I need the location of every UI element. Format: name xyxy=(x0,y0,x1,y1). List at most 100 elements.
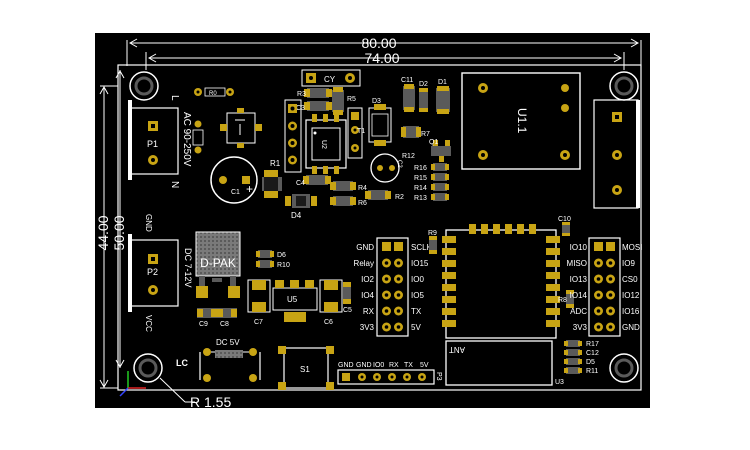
capacitor-c2 xyxy=(370,153,400,183)
c1-label: C1 xyxy=(231,189,240,196)
pin-label: IO12 xyxy=(622,291,640,300)
relay-u1-1 xyxy=(461,72,581,170)
d5-label: D5 xyxy=(586,359,595,366)
c4-label: C4 xyxy=(296,180,305,187)
pin-label: IO15 xyxy=(411,259,429,268)
pin-label: IO9 xyxy=(622,259,635,268)
r14-label: R14 xyxy=(414,185,427,192)
pin-label: IO14 xyxy=(570,291,588,300)
r5-label: R5 xyxy=(347,96,356,103)
relay-label: U1.1 xyxy=(515,108,529,134)
radius-label: R 1.55 xyxy=(190,394,231,410)
dimension-height-outer-label: 50.00 xyxy=(111,215,127,250)
pin-label: IO10 xyxy=(570,243,588,252)
pin-label: 3V3 xyxy=(573,323,588,332)
capacitor-c11 xyxy=(403,84,415,112)
dimension-width-outer xyxy=(126,38,642,66)
r16-label: R16 xyxy=(414,165,427,172)
r17-label: R17 xyxy=(586,341,599,348)
pin-label: IO0 xyxy=(411,275,424,284)
cy-label: CY xyxy=(324,75,336,84)
c8-label: C8 xyxy=(220,321,229,328)
resistor-r3 xyxy=(304,88,332,98)
capacitor-c5 xyxy=(343,282,351,304)
header-right-labels: IO10 MISO IO13 IO14 ADC 3V3 MOSI IO9 CS0… xyxy=(567,243,643,332)
esp-module xyxy=(442,224,560,339)
d4-label: D4 xyxy=(291,211,302,220)
p2-label: P2 xyxy=(147,267,158,277)
small-parts-right-bottom xyxy=(564,340,582,374)
fuse-vertical xyxy=(192,120,204,154)
capacitor-c7 xyxy=(247,279,271,313)
r0-label: R0 xyxy=(209,91,217,97)
antenna-u3 xyxy=(445,340,553,386)
switch-s1 xyxy=(278,346,334,390)
r9-label: R9 xyxy=(428,230,437,237)
origin-marker xyxy=(119,371,146,397)
resistor-r10 xyxy=(256,260,274,268)
d6-label: D6 xyxy=(277,252,286,259)
capacitor-c4 xyxy=(303,175,331,185)
pcb-board xyxy=(95,33,650,408)
c2-label: C2 xyxy=(396,160,402,168)
r6-label: R6 xyxy=(358,200,367,207)
pin-label: IO16 xyxy=(622,307,640,316)
resistor-array xyxy=(431,163,449,201)
header-bottom-p3 xyxy=(337,369,435,385)
pin-label: MISO xyxy=(567,259,587,268)
r10-label: R10 xyxy=(277,262,290,269)
pin-label: SCLK xyxy=(411,243,433,252)
d1-label: D1 xyxy=(438,79,447,86)
pin-label: TX xyxy=(404,362,413,369)
resistor-r5 xyxy=(332,87,344,115)
r12-label: R12 xyxy=(402,153,415,160)
p1-label: P1 xyxy=(147,139,158,149)
c12-label: C12 xyxy=(586,350,599,357)
resistor-r9 xyxy=(429,236,437,254)
capacitor-c10 xyxy=(562,222,570,236)
pin-label: RX xyxy=(363,307,375,316)
pin-label: GND xyxy=(356,243,374,252)
c10-label: C10 xyxy=(558,216,571,223)
r2-label: R2 xyxy=(395,194,404,201)
capacitor-cy xyxy=(301,69,361,87)
u2-label: U2 xyxy=(320,140,327,149)
pin-label: 5V xyxy=(420,362,429,369)
resistor-r1 xyxy=(262,170,282,198)
r11-label: R11 xyxy=(586,368,598,375)
ac-l-label: L xyxy=(169,95,180,101)
d2-label: D2 xyxy=(419,81,428,88)
dimension-height-outer xyxy=(99,85,118,389)
resistor-r4 xyxy=(330,181,356,191)
ac-input-label: AC 90-250V xyxy=(181,112,192,167)
c6-label: C6 xyxy=(324,319,333,326)
radius-leader xyxy=(159,377,195,403)
pin-label: 5V xyxy=(411,323,421,332)
pin-label: IO0 xyxy=(373,362,384,369)
terminal-p2 xyxy=(128,234,179,312)
dc-input-label: DC 7-12V xyxy=(183,248,193,288)
pin-label: TX xyxy=(411,307,422,316)
pin-label: GND xyxy=(338,362,354,369)
resistor-r7 xyxy=(401,126,421,138)
resistor-r8 xyxy=(566,290,574,308)
diode-d3 xyxy=(368,104,392,146)
diode-d2 xyxy=(419,88,428,112)
pin-label: IO2 xyxy=(361,275,374,284)
capacitor-c6 xyxy=(319,279,343,313)
p3-label: P3 xyxy=(435,372,442,381)
r15-label: R15 xyxy=(414,175,427,182)
dimension-width-outer-label: 80.00 xyxy=(361,35,396,51)
c11-label: C11 xyxy=(401,77,413,84)
pin-label: MOSI xyxy=(622,243,642,252)
header-left-labels: GND Relay IO2 IO4 RX 3V3 SCLK IO15 IO0 I… xyxy=(354,243,433,332)
dc-5v-input xyxy=(199,348,261,382)
gnd-label: GND xyxy=(144,214,153,232)
dimension-height-inner xyxy=(115,69,125,369)
pins-u2-right xyxy=(347,107,363,159)
header-bottom-labels: GND GND IO0 RX TX 5V xyxy=(338,362,429,369)
pin-label: Relay xyxy=(354,259,374,268)
r8-label: R8 xyxy=(558,297,567,304)
dpak-label: D-PAK xyxy=(200,256,236,270)
capacitor-c1: + xyxy=(210,156,258,204)
